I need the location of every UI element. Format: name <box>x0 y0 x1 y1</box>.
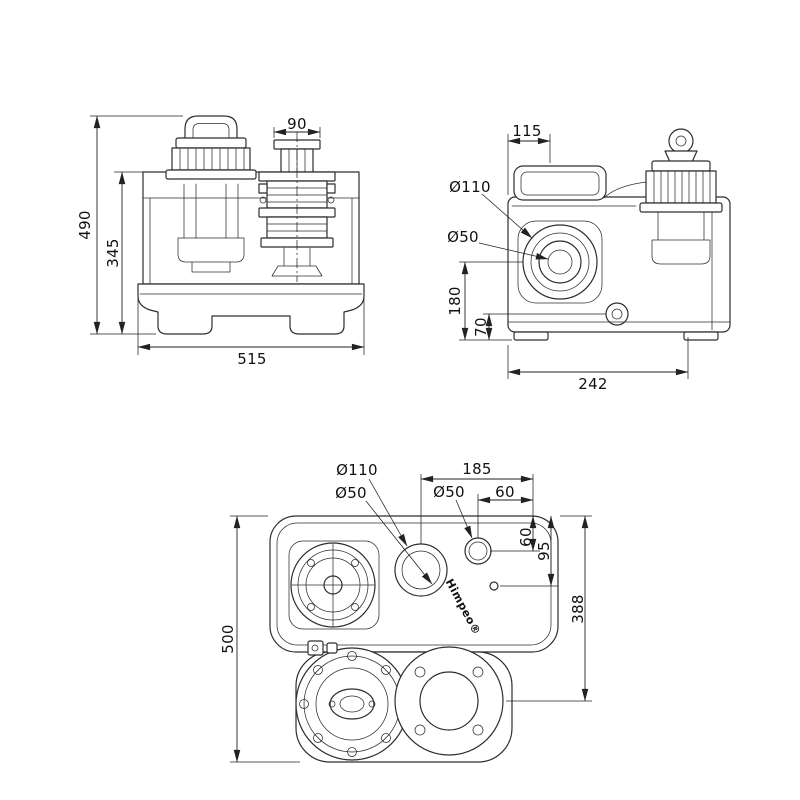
inlet-port-circles <box>522 224 598 300</box>
lifting-eye <box>668 128 694 154</box>
side-inlet-port <box>464 537 492 565</box>
top-vent-flange-dia-label: Ø110 <box>336 461 378 479</box>
side-inlet-offset-label: 115 <box>512 122 542 140</box>
side-drain-height-label: 70 <box>472 317 490 337</box>
motor-body <box>171 147 251 171</box>
front-outlet-width-label: 90 <box>287 115 307 133</box>
side-inlet-dia-label: Ø50 <box>447 228 479 246</box>
cable-gland <box>489 581 499 591</box>
front-body-height-label: 345 <box>104 238 122 268</box>
top-overall-depth-label: 500 <box>219 624 237 654</box>
side-view <box>507 128 731 341</box>
side-base-depth-label: 242 <box>578 375 608 393</box>
motor-flange <box>295 647 409 761</box>
top-port-offset-label: 185 <box>462 460 492 478</box>
side-inlet-flange-dia-label: Ø110 <box>449 178 491 196</box>
tank-base <box>137 283 365 335</box>
top-side-inlet-offset-label: 60 <box>495 483 515 501</box>
motor-body-side <box>645 170 717 204</box>
front-view <box>137 115 365 335</box>
discharge-flange <box>394 646 504 756</box>
top-side-inlet-depth-label: 60 <box>517 527 535 547</box>
dimension-lines <box>90 115 689 763</box>
top-discharge-depth-label: 388 <box>569 594 587 624</box>
top-view <box>269 515 559 763</box>
front-overall-width-label: 515 <box>237 350 267 368</box>
top-cable-gland-depth-label: 95 <box>535 541 553 561</box>
top-vent-dia-label: Ø50 <box>335 484 367 502</box>
top-inlet <box>513 165 607 201</box>
top-side-inlet-dia-label: Ø50 <box>433 483 465 501</box>
side-inlet-height-label: 180 <box>446 286 464 316</box>
carry-handle <box>184 115 238 138</box>
front-overall-height-label: 490 <box>76 210 94 240</box>
access-cover <box>290 542 376 628</box>
